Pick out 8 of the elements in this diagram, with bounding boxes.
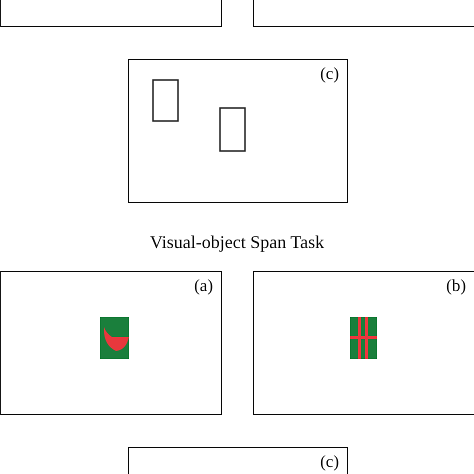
display-panel — [253, 271, 474, 415]
panel-label: (c) — [320, 64, 339, 84]
display-panel — [0, 271, 222, 415]
panel-label: (b) — [446, 276, 466, 296]
panel-label: (c) — [320, 452, 339, 472]
panel-label: (a) — [194, 276, 213, 296]
display-panel — [128, 59, 348, 203]
section-title: Visual-object Span Task — [148, 232, 326, 253]
